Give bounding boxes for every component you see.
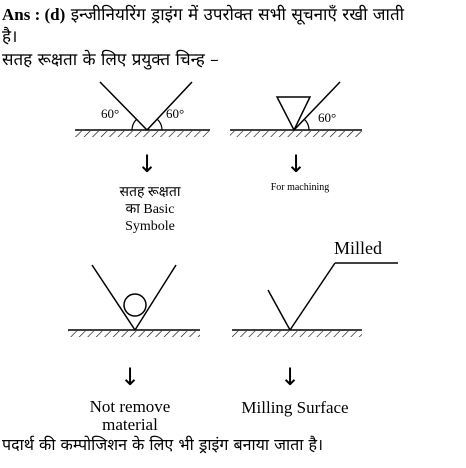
not-remove-caption: Not remove material (60, 398, 200, 434)
arrow-milling: ↓ (280, 363, 300, 391)
not-remove-circle (123, 293, 147, 317)
basic-right-arc (156, 118, 163, 131)
arrow-not-remove: ↓ (120, 363, 140, 391)
machining-caption: For machining (270, 182, 330, 193)
basic-caption-line1: सतह रूक्षता (119, 185, 181, 200)
basic-surface-hatch (75, 131, 210, 137)
not-remove-left-leg (91, 264, 136, 331)
answer-continuation: है। (2, 27, 18, 47)
not-remove-right-leg (134, 264, 177, 331)
not-remove-symbol (68, 264, 200, 337)
answer-text: इन्जीनियरिंग ड्राइंग में उपरोक्त सभी सूच… (65, 5, 405, 25)
basic-symbol: 60° 60° (75, 81, 210, 137)
arrows: ↓ ↓ ↓ ↓ (120, 150, 306, 391)
milled-label: Milled (334, 238, 382, 258)
milling-caption: Milling Surface (241, 398, 349, 417)
milling-symbol (232, 262, 398, 337)
machining-right-leg (293, 81, 341, 131)
basic-left-arc (131, 118, 138, 131)
surface-heading: सतह रूक्षता के लिए प्रयुक्त चिन्ह – (2, 50, 219, 70)
bottom-text: पदार्थ की कम्पोजिशन के लिए भी ड्राइंग बन… (2, 435, 324, 454)
basic-angle-left: 60° (101, 106, 119, 121)
basic-caption-line3: Symbole (125, 219, 175, 234)
basic-angle-right: 60° (166, 106, 184, 121)
milling-right-leg (289, 262, 336, 331)
machining-angle: 60° (318, 110, 336, 125)
not-remove-surface-hatch (68, 331, 200, 337)
basic-caption-line2: का Basic (125, 202, 175, 217)
answer-line: Ans : (d) इन्जीनियरिंग ड्राइंग में उपरोक… (2, 2, 404, 25)
milling-surface-hatch (232, 331, 362, 337)
not-remove-caption-line2: material (102, 415, 158, 434)
machining-symbol: 60° (230, 81, 362, 137)
machining-triangle (275, 96, 312, 132)
machining-arc (303, 118, 310, 131)
not-remove-caption-line1: Not remove (89, 397, 171, 416)
milling-left-leg (267, 289, 291, 331)
basic-right-leg (146, 81, 193, 131)
machining-surface-hatch (230, 131, 362, 137)
answer-prefix: Ans : (d) (2, 5, 66, 24)
arrow-basic: ↓ (137, 150, 157, 178)
basic-caption: सतह रूक्षता का Basic Symbole (100, 184, 200, 235)
basic-left-leg (99, 81, 148, 131)
arrow-machining: ↓ (286, 150, 306, 178)
